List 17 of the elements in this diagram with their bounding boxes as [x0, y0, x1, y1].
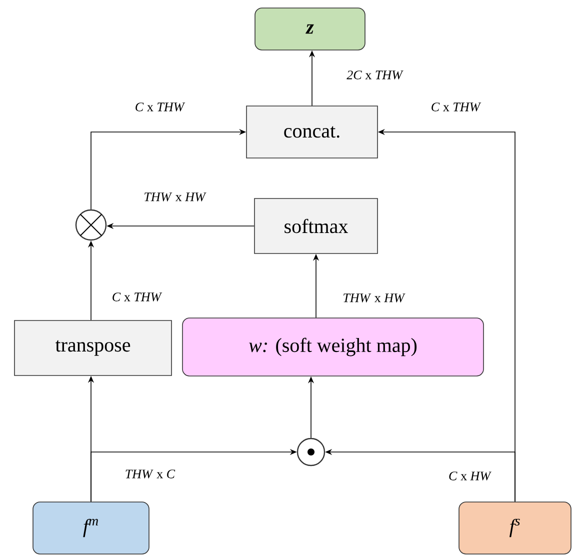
process-box: concat.	[246, 106, 378, 158]
input-box: f$^{m}$	[32, 502, 150, 554]
dot-product-symbol	[296, 438, 326, 466]
output-box: z	[254, 8, 366, 50]
input-box: f$^{s}$	[458, 502, 572, 554]
edge-label: C x THW	[134, 102, 186, 112]
edge-label: THW x C	[124, 468, 176, 480]
edge-label: C x THW	[430, 102, 482, 112]
edge-label: 2C x THW	[346, 70, 404, 80]
process-box: softmax	[254, 198, 378, 254]
edge-label: THW x HW	[142, 192, 208, 202]
edge-label: C x THW	[110, 292, 164, 302]
weight-map-box: w: (soft weight map)	[182, 318, 484, 376]
process-box: transpose	[14, 320, 172, 376]
edge-label: C x HW	[448, 470, 492, 482]
multiply-symbol	[75, 209, 107, 241]
edge-label: THW x HW	[342, 292, 406, 304]
